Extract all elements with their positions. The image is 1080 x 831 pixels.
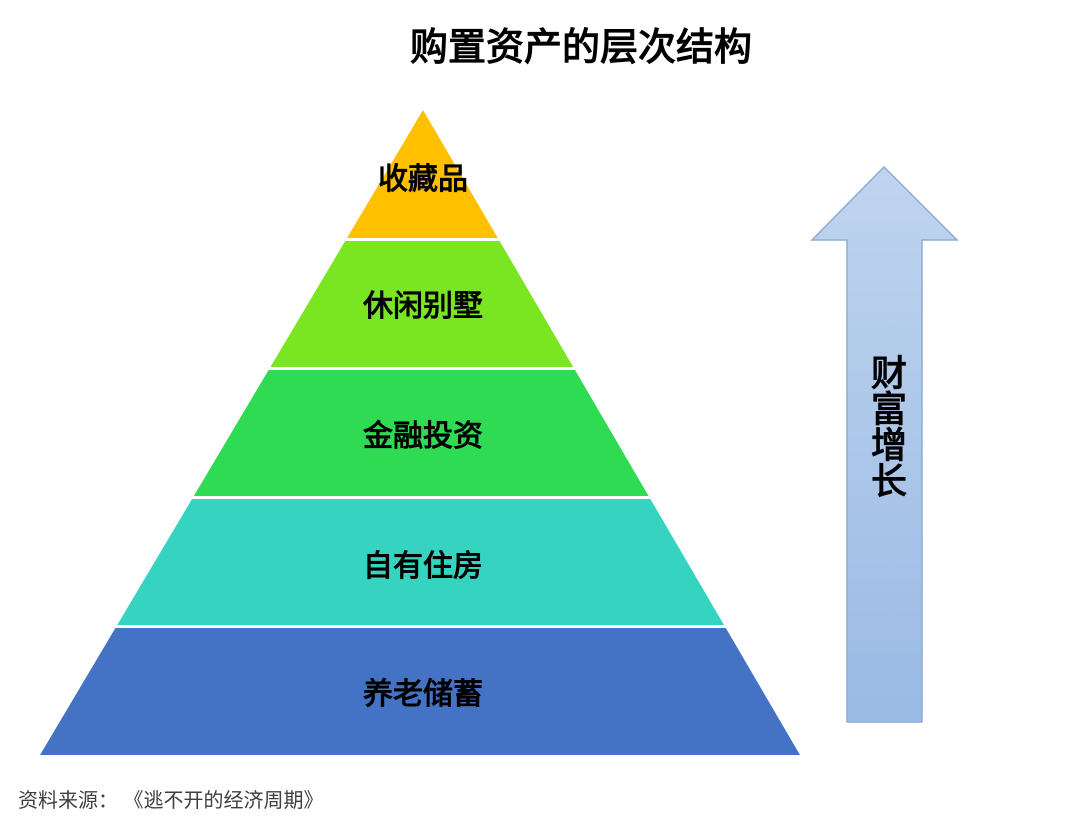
wealth-growth-label: 财富增长 [866,354,907,498]
source-citation: 资料来源： 《逃不开的经济周期》 [18,790,324,812]
pyramid-level-leisure-villa [270,241,574,367]
pyramid-level-own-housing [117,499,724,625]
page-title: 购置资产的层次结构 [409,27,753,69]
pyramid-label-retirement-savings: 养老储蓄 [363,678,483,711]
pyramid-level-retirement-savings [40,628,800,755]
pyramid-level-collectibles [347,110,498,238]
pyramid-level-financial-investment [193,370,649,496]
pyramid-label-collectibles: 收藏品 [378,163,468,196]
pyramid-label-own-housing: 自有住房 [363,550,483,583]
wealth-growth-up-arrow-icon [810,165,959,723]
pyramid-label-leisure-villa: 休闲别墅 [363,290,483,323]
pyramid-label-financial-investment: 金融投资 [363,420,483,453]
